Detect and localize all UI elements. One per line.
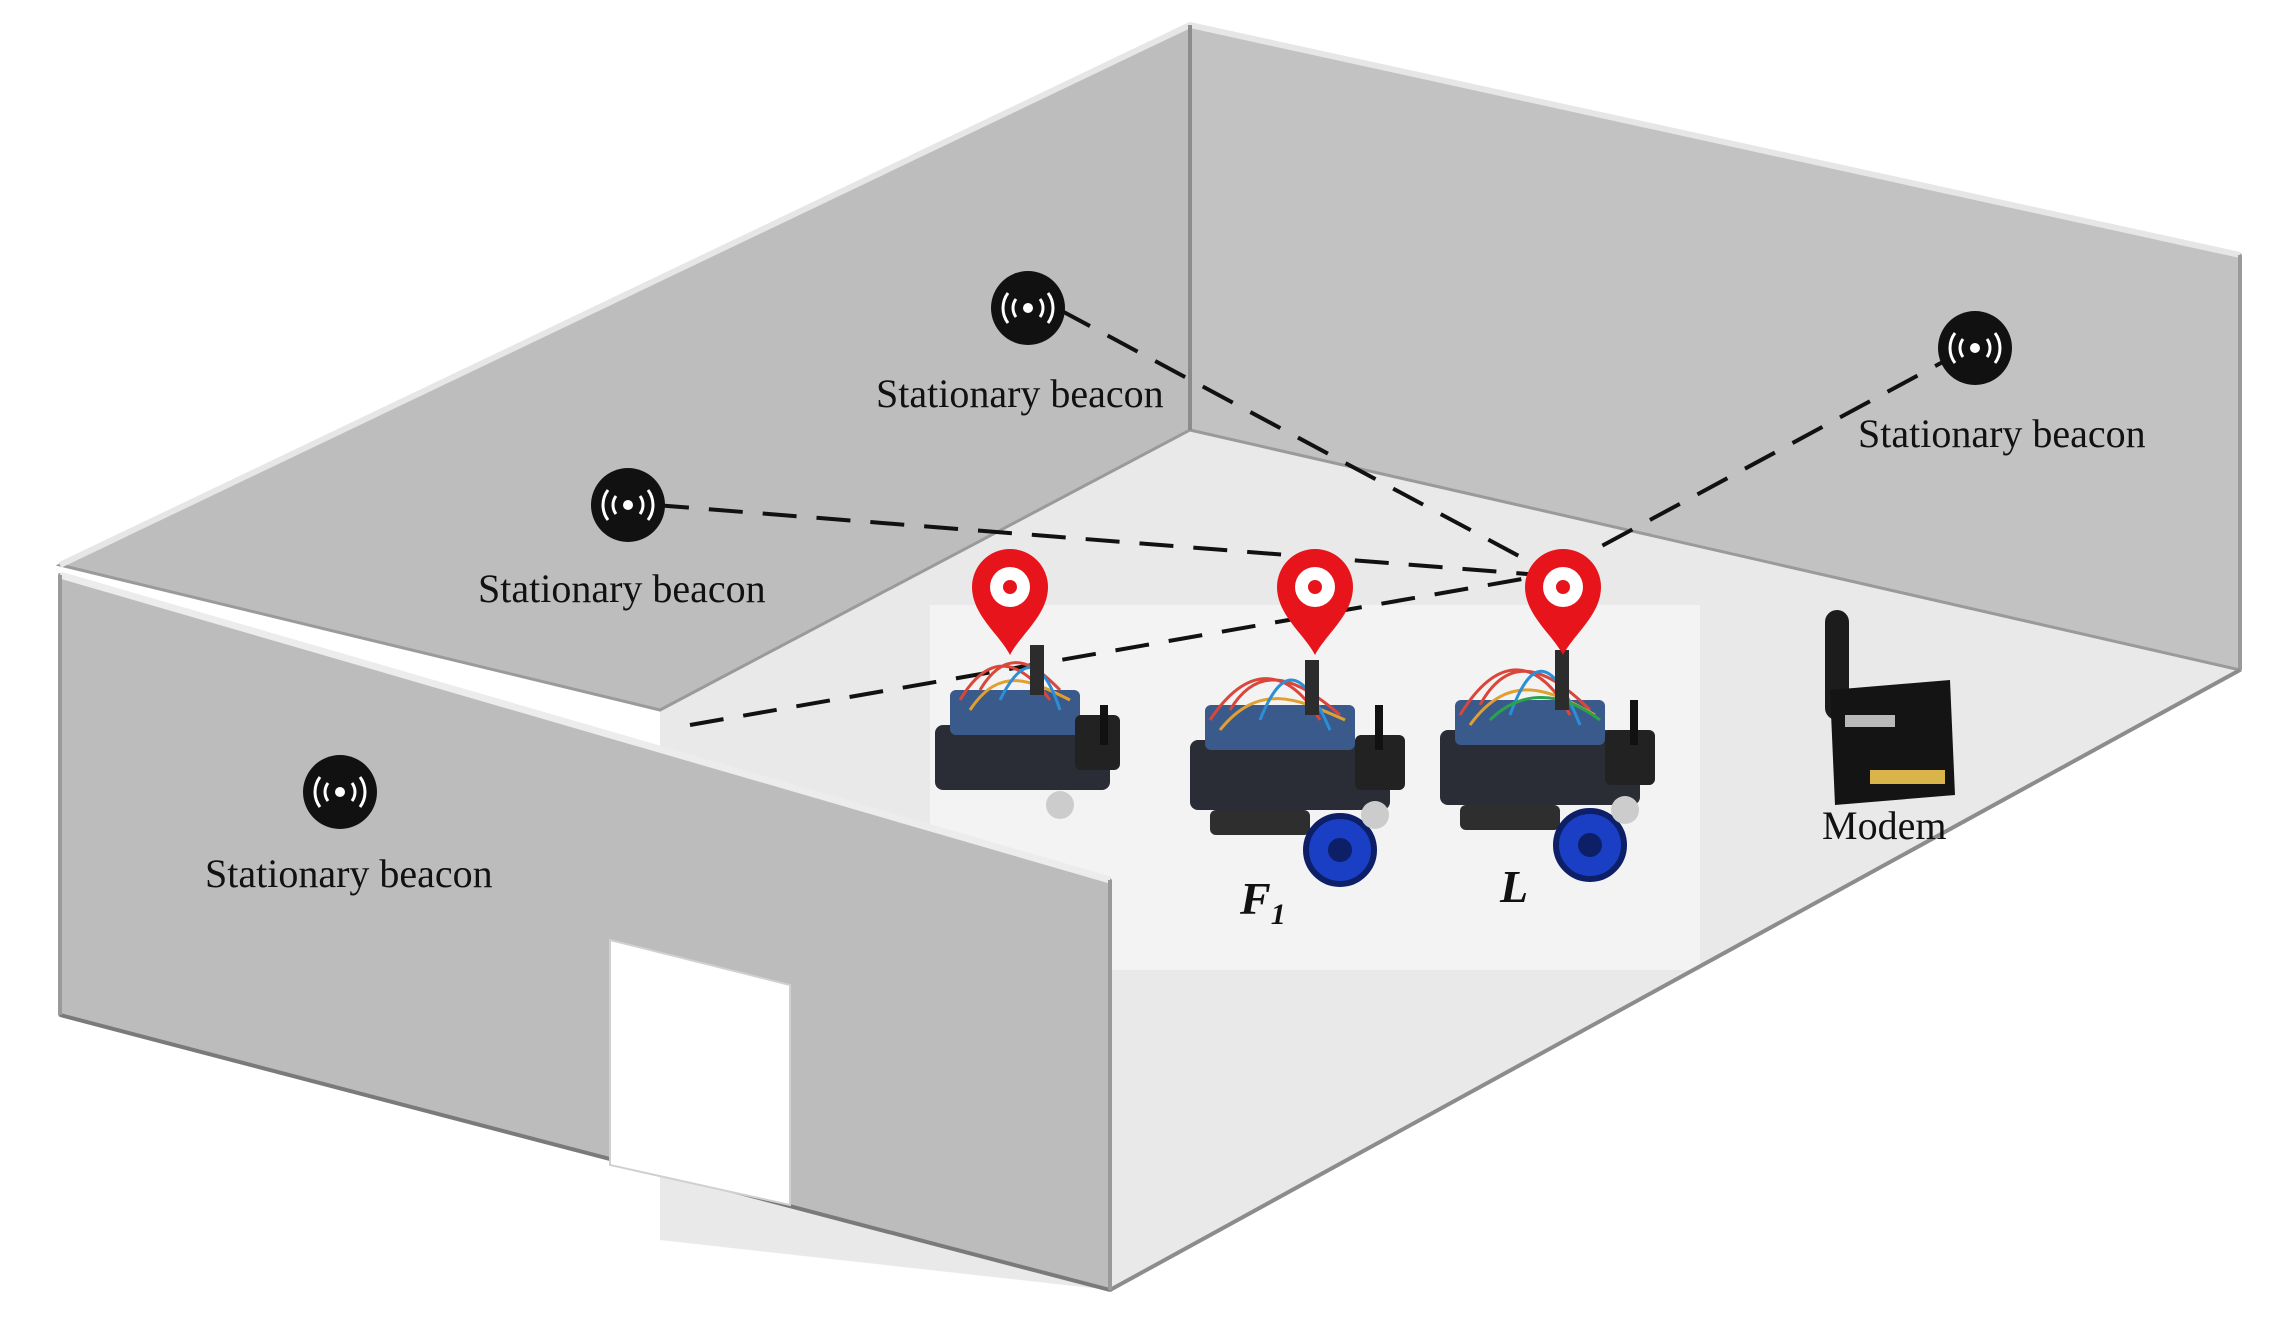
door [609, 938, 791, 1207]
beacon-label-front-wall: Stationary beacon [205, 851, 493, 896]
link-back-left-beacon [1059, 308, 1546, 572]
location-pin-icon [1277, 549, 1353, 655]
beacon-label-back-right: Stationary beacon [1858, 411, 2146, 456]
beacon-wifi-icon [591, 468, 665, 542]
location-pin-icon [972, 549, 1048, 655]
beacon-links [654, 308, 1966, 727]
beacon-label-left-wall: Stationary beacon [478, 566, 766, 611]
link-front-beacon [689, 573, 1546, 727]
robot-follower-1 [1190, 660, 1405, 887]
beacon-wifi-icon [991, 271, 1065, 345]
beacon-wifi-icon [1938, 311, 2012, 385]
floor-front-edge [1109, 668, 2241, 1292]
robot-label-main: L [1500, 861, 1529, 912]
robot-label-leader: L [1500, 860, 1528, 913]
robot-label-sub: 1 [1270, 898, 1286, 932]
modem [1825, 610, 1955, 805]
modem-label: Modem [1822, 803, 1947, 848]
link-back-right-beacon [1584, 348, 1966, 557]
beacon-label-back-left: Stationary beacon [876, 371, 1164, 416]
robot-leader [1440, 650, 1655, 882]
front-wall-bottom-edge [59, 1013, 1111, 1292]
robot-follower-2 [935, 645, 1120, 819]
robot-label-main: F [1240, 873, 1271, 924]
link-left-wall-beacon [654, 503, 1541, 577]
location-pin-icon [1525, 549, 1601, 655]
beacon-wifi-icon [303, 755, 377, 829]
front-wall-top-edge [59, 571, 1111, 884]
robot-label-follower-1: F1 [1240, 872, 1286, 932]
